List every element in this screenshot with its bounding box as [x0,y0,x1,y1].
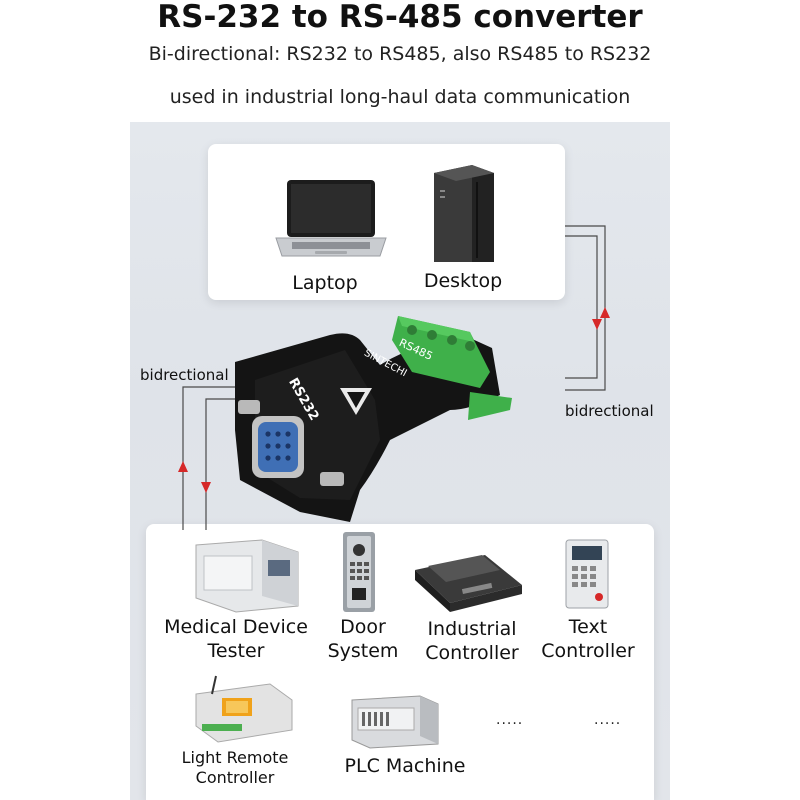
right-arrow-down [592,319,602,330]
plc-machine-label: PLC Machine [344,755,466,777]
computers-panel [208,144,565,300]
medical-device-label-2: Tester [207,640,265,662]
right-arrow-up [600,307,610,318]
desktop-label: Desktop [423,270,503,292]
door-system-icon [343,532,375,612]
medical-device-label-1: Medical Device [164,616,308,638]
converter-device [235,316,512,522]
medical-device-tester-icon [195,539,299,613]
door-system-label-1: Door [340,616,386,638]
left-bidirectional-label: bidrectional [140,366,229,384]
text-controller-icon [565,539,609,609]
industrial-controller-label-2: Controller [425,642,519,664]
more-devices-ellipsis-2: ..... [594,712,622,728]
right-bidirectional-label: bidrectional [565,402,654,420]
door-system-label-2: System [327,640,399,662]
plc-machine-icon [351,695,439,749]
right-connection-lines [565,225,606,391]
text-controller-label-2: Controller [541,640,635,662]
laptop-icon [275,180,387,257]
left-arrow-up [178,461,188,472]
laptop-label: Laptop [292,272,358,294]
text-controller-label-1: Text [568,616,608,638]
light-remote-controller-icon [195,675,293,743]
desktop-tower-icon [434,165,494,262]
industrial-controller-label-1: Industrial [427,618,517,640]
industrial-controller-icon [415,555,522,612]
subtitle-line-2: used in industrial long-haul data commun… [169,86,631,108]
subtitle-line-1: Bi-directional: RS232 to RS485, also RS4… [148,43,652,65]
page-title: RS-232 to RS-485 converter [157,0,643,35]
left-arrow-down [201,482,211,493]
light-remote-label-1: Light Remote [181,748,289,767]
light-remote-label-2: Controller [195,768,275,787]
more-devices-ellipsis-1: ..... [496,712,524,728]
